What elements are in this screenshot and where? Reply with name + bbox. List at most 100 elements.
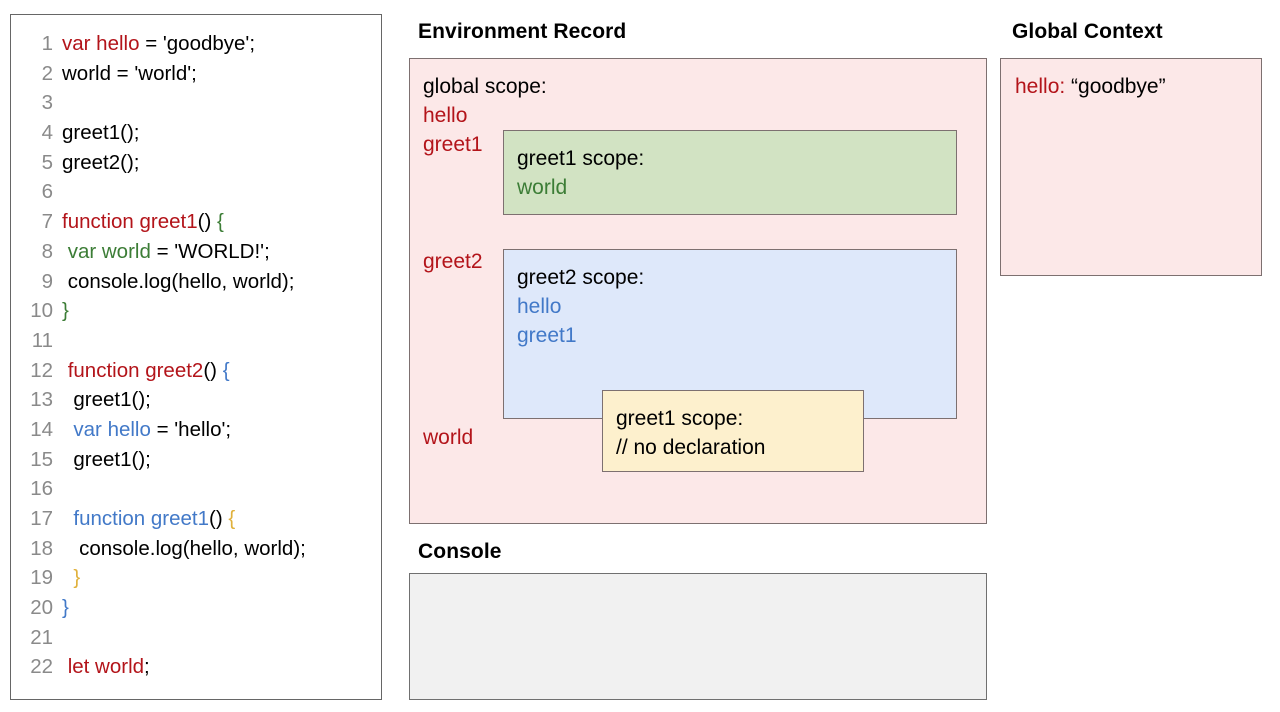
code-token: { [228,507,236,530]
code-line-number: 22 [30,655,53,679]
greet1-scope-box: greet1 scope: world [503,130,957,215]
code-token: () [209,507,229,530]
global-scope-var-world: world [423,426,474,449]
code-line-number: 3 [41,91,53,115]
greet1-inner-scope-title: greet1 scope: [616,407,744,430]
greet1-scope-title: greet1 scope: [517,147,645,170]
code-editor-panel[interactable]: 1 var hello = 'goodbye'; 2 world = 'world';… [10,14,382,700]
global-context-box: hello: “goodbye” [1000,58,1262,276]
code-line[interactable]: 6 [11,177,381,207]
code-line-number: 11 [31,328,53,352]
code-line-number: 16 [30,477,53,501]
code-line[interactable]: 5 greet2(); [11,148,381,178]
global-scope-var-greet1: greet1 [423,133,483,156]
code-token: greet2(); [62,150,140,174]
code-token [62,566,73,589]
code-token: var world [67,239,151,263]
code-line[interactable]: 13 greet1(); [11,385,381,415]
code-line-number: 4 [41,121,53,145]
code-line[interactable]: 12 function greet2() { [11,356,381,386]
code-line-number: 1 [41,32,53,55]
code-token: var hello [62,32,140,55]
greet1-scope-var-world: world [517,176,568,199]
code-line[interactable]: 19 } [11,563,381,593]
code-line-number: 10 [30,299,53,323]
code-line[interactable]: 3 [11,88,381,118]
code-token: console.log(hello, world); [62,269,295,293]
code-token: let world [67,655,145,679]
global-scope-var-greet2: greet2 [423,250,483,273]
code-line-number: 13 [30,388,53,412]
environment-record-box: global scope: hello greet1 greet2 world … [409,58,987,524]
code-token: = 'hello'; [150,417,232,441]
greet2-scope-var-greet1: greet1 [517,324,577,347]
global-context-entry: hello: “goodbye” [1015,75,1166,99]
code-token: ; [144,655,150,679]
code-line[interactable]: 10} [11,296,381,326]
code-line-number: 7 [41,210,53,234]
code-line-number: 2 [41,61,53,85]
code-token: { [222,358,230,382]
code-token [62,418,73,441]
greet2-scope-var-hello: hello [517,295,562,318]
code-line[interactable]: 9 console.log(hello, world); [11,267,381,297]
code-token: console.log(hello, world); [62,536,306,560]
code-line[interactable]: 1 var hello = 'goodbye'; [11,29,381,59]
code-line[interactable]: 2 world = 'world'; [11,59,381,89]
code-line[interactable]: 20} [11,593,381,623]
code-token: greet1(); [62,121,140,145]
greet2-scope-title: greet2 scope: [517,266,645,289]
code-token: () [203,358,223,382]
greet2-scope-box: greet2 scope: hello greet1 greet1 scope:… [503,249,957,472]
code-line[interactable]: 14 var hello = 'hello'; [11,415,381,445]
code-line[interactable]: 18 console.log(hello, world); [11,534,381,564]
code-line-number: 14 [30,417,53,441]
code-line-number: 20 [30,596,53,620]
code-line-number: 15 [30,447,53,471]
code-line-number: 19 [30,566,53,590]
code-line[interactable]: 22 let world; [11,652,381,682]
code-token: { [216,210,224,234]
code-token: greet1(); [62,447,151,471]
global-context-entry-key: hello: [1015,75,1066,98]
global-scope-var-hello: hello [423,104,468,127]
code-token: () [197,210,217,234]
code-token: function greet1 [73,507,210,530]
greet1-inner-scope-note: // no declaration [616,436,766,459]
environment-record-heading: Environment Record [418,20,627,43]
code-token: world = 'world'; [62,61,197,85]
code-line[interactable]: 16 [11,474,381,504]
code-token: = 'goodbye'; [139,32,256,55]
global-scope-title: global scope: [423,75,547,98]
code-line-number: 5 [41,150,53,174]
code-line-number: 12 [30,358,53,382]
code-token: } [62,596,69,620]
code-line[interactable]: 7 function greet1() { [11,207,381,237]
code-line-number: 21 [30,625,53,649]
code-line-list: 1 var hello = 'goodbye'; 2 world = 'world';… [11,29,381,682]
code-line[interactable]: 15 greet1(); [11,445,381,475]
code-line-number: 8 [41,239,53,263]
code-token [62,507,73,530]
code-line[interactable]: 17 function greet1() { [11,504,381,534]
greet1-inner-scope-box: greet1 scope: // no declaration [602,390,864,472]
code-token: greet1(); [62,388,151,412]
code-line[interactable]: 4 greet1(); [11,118,381,148]
code-line-number: 17 [30,507,53,530]
code-token: } [73,566,81,590]
code-token: } [62,299,69,323]
console-output-box[interactable] [409,573,987,700]
code-token: function greet2 [67,358,204,382]
global-context-heading: Global Context [1012,20,1163,43]
code-token: = 'WORLD!'; [150,239,270,263]
code-line[interactable]: 21 [11,623,381,653]
global-context-entry-value: “goodbye” [1071,75,1166,98]
code-line-number: 18 [30,536,53,560]
code-line[interactable]: 11 [11,326,381,356]
console-heading: Console [418,540,502,563]
code-line-number: 9 [41,269,53,293]
code-line-number: 6 [41,180,53,204]
code-token: var hello [73,417,151,441]
code-token: function greet1 [62,210,198,234]
code-line[interactable]: 8 var world = 'WORLD!'; [11,237,381,267]
